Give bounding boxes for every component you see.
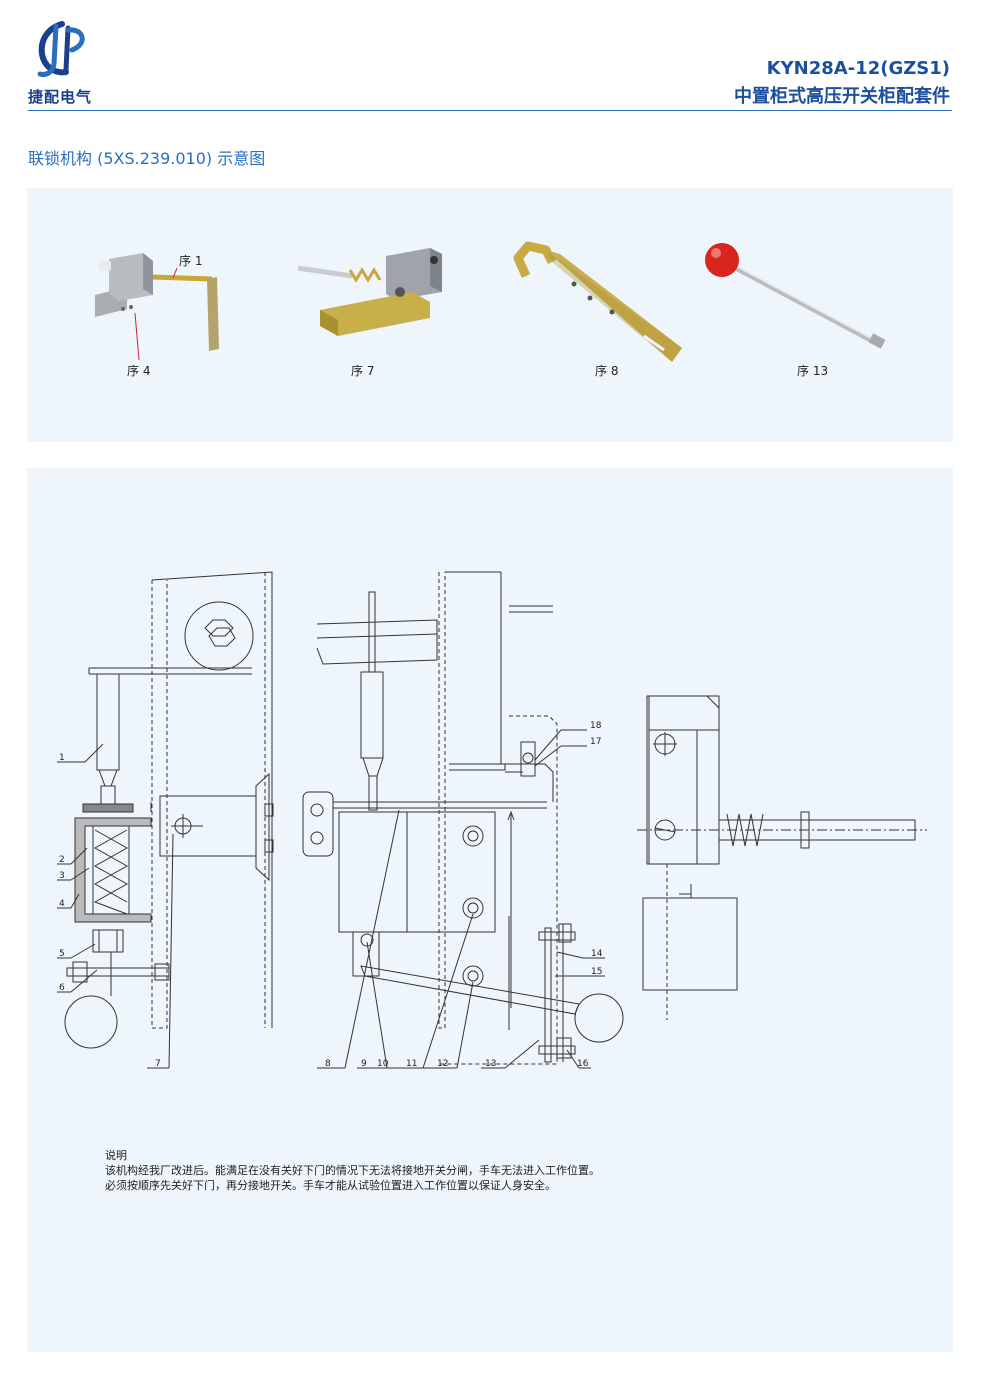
parts-photo-panel: 序 1 序 4 序 7 序 8 bbox=[27, 188, 953, 442]
part-label-1: 序 1 bbox=[179, 254, 203, 268]
interlock-schematic: 1 2 3 4 5 6 7 8 9 10 11 12 13 14 15 16 1… bbox=[57, 571, 927, 1069]
page-title: 中置柜式高压开关柜配套件 bbox=[734, 86, 950, 107]
callout-6: 6 bbox=[59, 983, 65, 993]
callout-16: 16 bbox=[577, 1059, 589, 1069]
callout-5: 5 bbox=[59, 949, 65, 959]
callout-11: 11 bbox=[406, 1059, 417, 1069]
middle-view bbox=[302, 571, 624, 1069]
callout-14: 14 bbox=[591, 949, 603, 959]
part-label-7: 序 7 bbox=[351, 364, 375, 378]
header-divider bbox=[28, 110, 952, 111]
part-label-8: 序 8 bbox=[595, 364, 619, 378]
model-code: KYN28A-12(GZS1) bbox=[766, 58, 950, 79]
link-plate-photo bbox=[513, 241, 682, 362]
callout-4: 4 bbox=[59, 899, 65, 909]
section-title: 联锁机构 (5XS.239.010) 示意图 bbox=[28, 149, 266, 168]
callout-1: 1 bbox=[59, 753, 65, 763]
left-view bbox=[57, 571, 274, 1069]
callout-8: 8 bbox=[325, 1059, 331, 1069]
handle-rod-photo bbox=[705, 243, 886, 349]
callout-17: 17 bbox=[590, 737, 601, 747]
notes-heading: 说明 bbox=[105, 1149, 127, 1162]
part-label-4: 序 4 bbox=[127, 364, 151, 378]
part-photo-spring-bracket bbox=[292, 240, 452, 350]
jp-monogram-logo-icon bbox=[37, 21, 85, 77]
callout-labels: 1 2 3 4 5 6 7 8 9 10 11 12 13 14 15 16 1… bbox=[59, 721, 603, 1069]
callout-10: 10 bbox=[377, 1059, 389, 1069]
spring-bracket-photo bbox=[297, 248, 442, 336]
notes-line-1: 该机构经我厂改进后。能满足在没有关好下门的情况下无法将接地开关分闸，手车无法进入… bbox=[105, 1164, 600, 1177]
part-leader-lines bbox=[134, 267, 178, 361]
notes-line-2: 必须按顺序先关好下门，再分接地开关。手车才能从试验位置进入工作位置以保证人身安全… bbox=[105, 1179, 556, 1192]
part-photo-latch bbox=[87, 243, 227, 353]
notes-block: 说明 该机构经我厂改进后。能满足在没有关好下门的情况下无法将接地开关分闸，手车无… bbox=[105, 1148, 600, 1193]
latch-bolt-photo bbox=[95, 253, 219, 351]
brand-logo: 捷配电气 bbox=[28, 20, 128, 110]
callout-12: 12 bbox=[437, 1059, 448, 1069]
brand-name: 捷配电气 bbox=[28, 88, 93, 106]
callout-18: 18 bbox=[590, 721, 602, 731]
part-photo-handle-rod bbox=[702, 240, 892, 360]
right-view bbox=[637, 695, 927, 1020]
callout-9: 9 bbox=[361, 1059, 367, 1069]
callout-13: 13 bbox=[485, 1059, 496, 1069]
interlock-drawing-panel: 1 2 3 4 5 6 7 8 9 10 11 12 13 14 15 16 1… bbox=[27, 468, 953, 1352]
callout-3: 3 bbox=[59, 871, 65, 881]
callout-15: 15 bbox=[591, 967, 602, 977]
callout-7: 7 bbox=[155, 1059, 161, 1069]
callout-2: 2 bbox=[59, 855, 65, 865]
part-photo-link-plate bbox=[512, 236, 687, 366]
part-label-13: 序 13 bbox=[797, 364, 829, 378]
